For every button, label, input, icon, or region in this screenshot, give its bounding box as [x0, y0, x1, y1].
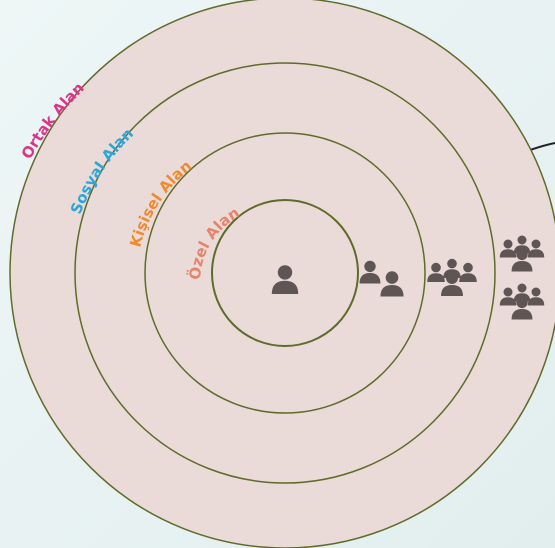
connector-line	[529, 142, 555, 151]
